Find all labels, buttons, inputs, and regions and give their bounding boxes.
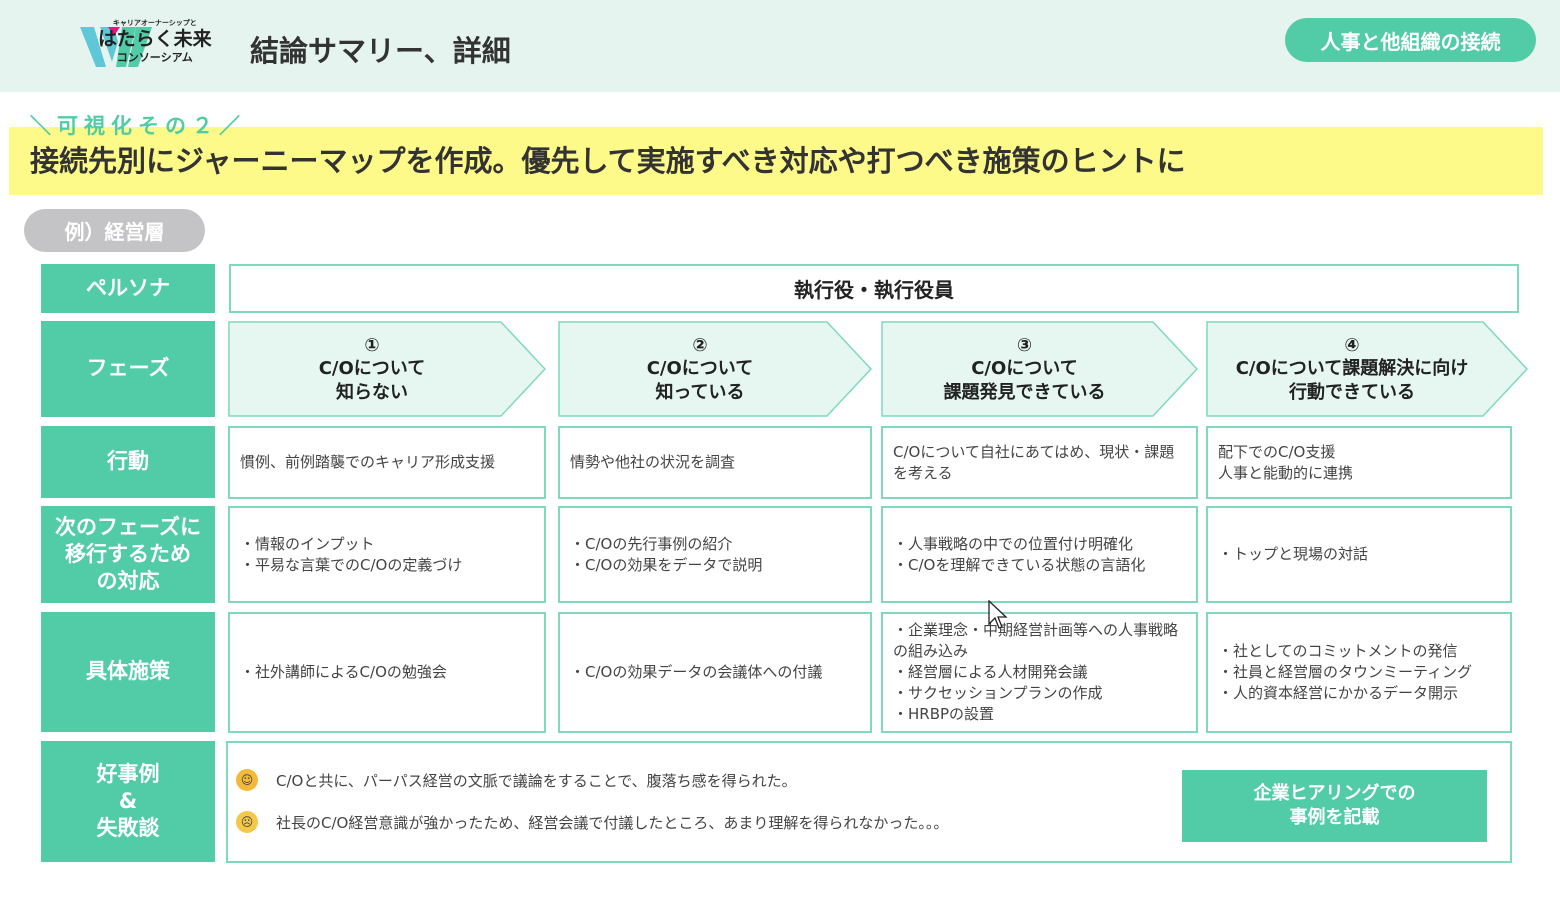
phase-line1: C/Oについて課題解決に向け <box>1235 358 1469 380</box>
phase-number: ② <box>692 334 708 356</box>
logo-icon <box>80 27 152 67</box>
bad-case: ☹ 社長のC/O経営意識が強かったため、経営会議で付議したところ、あまり理解を得… <box>236 811 948 833</box>
measure-cell: ・企業理念・中期経営計画等への人事戦略の組み込み・経営層による人材開発会議・サク… <box>881 612 1198 733</box>
cell-line: ・サクセッションプランの作成 <box>893 684 1103 702</box>
mouse-cursor-icon <box>988 600 1008 629</box>
phase-number: ④ <box>1344 334 1360 356</box>
action-cell: 情勢や他社の状況を調査 <box>558 426 872 499</box>
action-cell: 配下でのC/O支援人事と能動的に連携 <box>1206 426 1512 499</box>
cell-line: ・HRBPの設置 <box>893 705 995 723</box>
connect-button[interactable]: 人事と他組織の接続 <box>1285 18 1536 62</box>
logo-name: はたらく未来 <box>98 28 212 50</box>
cell-line: 慣例、前例踏襲でのキャリア形成支援 <box>240 453 496 471</box>
cell-line: ・情報のインプット <box>240 534 375 553</box>
logo-text: キャリアオーナーシップと はたらく未来 コンソーシアム <box>98 19 212 64</box>
good-case-text: C/Oと共に、パーパス経営の文脈で議論をすることで、腹落ち感を得られた。 <box>276 771 797 790</box>
row-label-persona: ペルソナ <box>41 264 215 313</box>
cell-line: ・C/Oを理解できている状態の言語化 <box>893 555 1146 574</box>
row-label-cases: 好事例 & 失敗談 <box>41 741 215 862</box>
cell-line: ・C/Oの効果をデータで説明 <box>570 555 763 574</box>
example-label: 例）経営層 <box>24 209 205 252</box>
logo-sub: コンソーシアム <box>116 51 193 64</box>
cell-line: ・社外講師によるC/Oの勉強会 <box>240 663 447 681</box>
sad-face-icon: ☹ <box>236 811 258 833</box>
cell-line: ・人事戦略の中での位置付け明確化 <box>893 534 1134 553</box>
measure-cell: ・C/Oの効果データの会議体への付議 <box>558 612 872 733</box>
good-case: ☺ C/Oと共に、パーパス経営の文脈で議論をすることで、腹落ち感を得られた。 <box>236 769 797 791</box>
logo-tagline: キャリアオーナーシップと <box>112 19 197 27</box>
phase-number: ③ <box>1016 334 1033 356</box>
phase-number: ① <box>364 334 380 356</box>
phase-line2: 課題発見できている <box>943 381 1106 403</box>
row-label-next: 次のフェーズに移行するための対応 <box>41 506 215 603</box>
phase-arrow-shape <box>1206 321 1528 417</box>
cell-line: ・トップと現場の対話 <box>1218 545 1369 563</box>
row-label-measures: 具体施策 <box>41 612 215 732</box>
cell-line: ・企業理念・中期経営計画等への人事戦略の組み込み <box>893 621 1179 660</box>
next-step-cell: ・トップと現場の対話 <box>1206 506 1512 603</box>
headline: 接続先別にジャーニーマップを作成。優先して実施すべき対応や打つべき施策のヒントに <box>30 144 1186 178</box>
cell-line: ・平易な言葉でのC/Oの定義づけ <box>240 555 463 574</box>
action-cell: 慣例、前例踏襲でのキャリア形成支援 <box>228 426 546 499</box>
page-title: 結論サマリー、詳細 <box>250 34 511 68</box>
phase-line2: 知らない <box>336 381 408 403</box>
cell-line: ・社としてのコミットメントの発信 <box>1218 642 1458 660</box>
next-step-cell: ・人事戦略の中での位置付け明確化・C/Oを理解できている状態の言語化 <box>881 506 1198 603</box>
headline-banner <box>9 127 1543 195</box>
phase-arrow-shape <box>881 321 1198 417</box>
cases-box <box>226 741 1512 863</box>
measure-cell: ・社としてのコミットメントの発信・社員と経営層のタウンミーティング・人的資本経営… <box>1206 612 1512 733</box>
next-step-cell: ・情報のインプット・平易な言葉でのC/Oの定義づけ <box>228 506 546 603</box>
cell-line: ・C/Oの先行事例の紹介 <box>570 534 733 553</box>
phase-line2: 行動できている <box>1289 381 1415 403</box>
cell-line: 配下でのC/O支援 <box>1218 442 1336 461</box>
visualization-tag: ＼可視化その２／ <box>30 114 246 138</box>
cell-line: ・C/Oの効果データの会議体への付議 <box>570 663 823 681</box>
next-step-cell: ・C/Oの先行事例の紹介・C/Oの効果をデータで説明 <box>558 506 872 603</box>
phase-arrow-shape <box>228 321 546 417</box>
bad-case-text: 社長のC/O経営意識が強かったため、経営会議で付議したところ、あまり理解を得られ… <box>276 813 949 832</box>
hearing-cases-button[interactable]: 企業ヒアリングでの事例を記載 <box>1182 770 1487 842</box>
cell-line: 人事と能動的に連携 <box>1218 463 1354 482</box>
phase-line1: C/Oについて <box>646 358 754 380</box>
cell-line: ・人的資本経営にかかるデータ開示 <box>1218 684 1459 702</box>
cell-line: 情勢や他社の状況を調査 <box>570 453 736 471</box>
measure-cell: ・社外講師によるC/Oの勉強会 <box>228 612 546 733</box>
cell-line: C/Oについて自社にあてはめ、現状・課題を考える <box>893 442 1175 482</box>
cell-line: ・経営層による人材開発会議 <box>893 663 1088 681</box>
row-label-phase: フェーズ <box>41 321 215 417</box>
row-label-action: 行動 <box>41 426 215 498</box>
smiling-face-icon: ☺ <box>236 769 258 791</box>
phase-line2: 知っている <box>655 381 745 403</box>
action-cell: C/Oについて自社にあてはめ、現状・課題を考える <box>881 426 1198 499</box>
cell-line: ・社員と経営層のタウンミーティング <box>1218 663 1473 681</box>
phase-line1: C/Oについて <box>318 358 426 380</box>
phase-line1: C/Oについて <box>971 358 1078 380</box>
hearing-button-line1: 企業ヒアリングでの <box>1253 782 1416 804</box>
persona-value: 執行役・執行役員 <box>229 264 1519 313</box>
hearing-button-line2: 事例を記載 <box>1289 807 1380 828</box>
phase-arrow-shape <box>558 321 872 417</box>
